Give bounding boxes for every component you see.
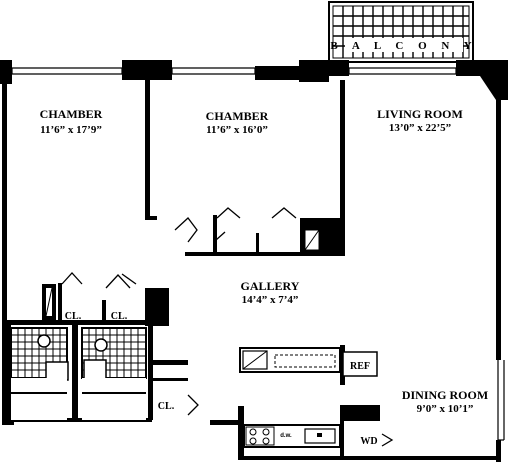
bathroom-left (10, 327, 69, 420)
dishwasher-label: d.w. (280, 433, 292, 439)
door-swings (61, 207, 297, 416)
gallery-dims: 14’4” x 7’4” (242, 294, 299, 306)
kitchen: REF d.w. WD (239, 347, 394, 448)
gallery-name: GALLERY (241, 279, 300, 293)
room-labels: CHAMBER 11’6” x 17’9” CHAMBER 11’6” x 16… (40, 107, 489, 415)
exterior-walls (0, 60, 508, 462)
chamber-2-name: CHAMBER (206, 109, 269, 123)
chamber-1-dims: 11’6” x 17’9” (40, 124, 102, 136)
closet-label-1: CL. (65, 311, 82, 322)
refrigerator (342, 351, 378, 377)
chamber-1-name: CHAMBER (40, 107, 103, 121)
living-room-dims: 13’0” x 22’5” (389, 122, 451, 134)
bathroom-right (81, 327, 147, 420)
toilet-icon (37, 334, 51, 348)
closet-label-3: CL. (158, 401, 175, 412)
living-room-name: LIVING ROOM (377, 107, 463, 121)
sink-icon (83, 359, 107, 381)
chamber-2-dims: 11’6” x 16’0” (206, 124, 268, 136)
stove (245, 426, 275, 446)
closet-label-2: CL. (111, 311, 128, 322)
sink-icon (45, 361, 69, 381)
balcony-label: B A L C O N Y (330, 40, 477, 52)
refrigerator-label: REF (350, 361, 370, 372)
dining-room-dims: 9’0” x 10’1” (417, 403, 474, 415)
dining-room-name: DINING ROOM (402, 388, 488, 402)
interior-walls (2, 80, 380, 460)
balcony: B A L C O N Y (328, 1, 477, 63)
toilet-icon (94, 338, 108, 352)
washer-dryer-label: WD (360, 436, 377, 447)
